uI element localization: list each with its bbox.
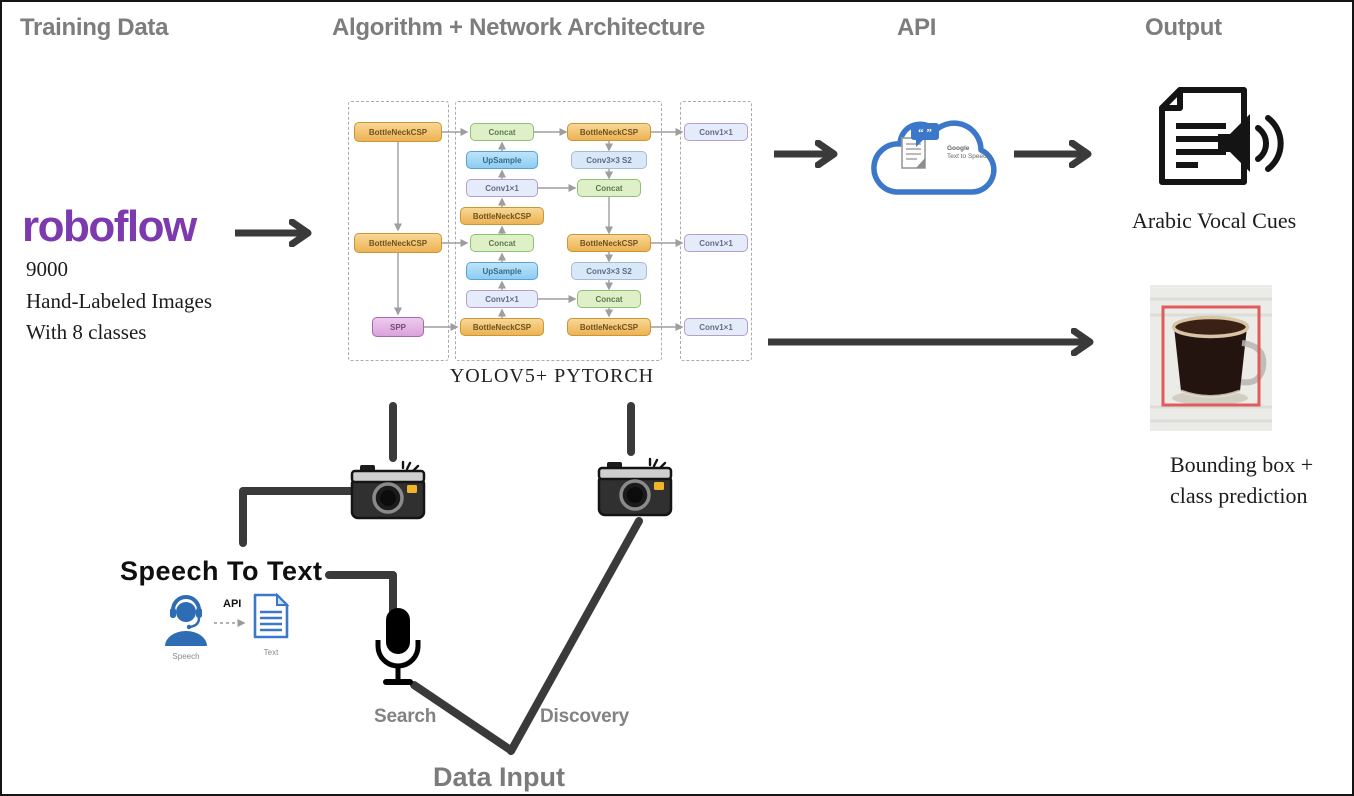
network-node: BottleNeckCSP: [460, 318, 544, 336]
cloud-quote-bubble-icon: “ ”: [911, 123, 939, 147]
header-algorithm: Algorithm + Network Architecture: [332, 14, 705, 41]
neck-dashed-box: [455, 101, 662, 361]
header-api: API: [897, 14, 937, 41]
line-camera1-elbow: [239, 487, 355, 547]
header-output: Output: [1145, 14, 1222, 41]
network-node: Concat: [577, 290, 641, 308]
network-node: Conv3×3 S2: [571, 262, 647, 280]
camera-search-icon: [350, 460, 426, 520]
vocal-cues-caption: Arabic Vocal Cues: [1132, 208, 1297, 233]
network-node: UpSample: [466, 151, 538, 169]
microphone-icon: [375, 608, 421, 685]
training-line-classes: With 8 classes: [26, 320, 147, 344]
coffee-cup-photo: [1150, 285, 1272, 431]
text-label: Text: [263, 648, 279, 657]
header-training-data: Training Data: [20, 14, 169, 41]
network-node: Concat: [577, 179, 641, 197]
backbone-dashed-box: [348, 101, 449, 361]
training-line-labeled: Hand-Labeled Images: [26, 288, 212, 313]
network-node: BottleNeckCSP: [354, 233, 442, 253]
bbox-caption: Bounding box + class prediction: [1170, 450, 1313, 512]
network-node: Conv1×1: [684, 318, 748, 336]
network-node: BottleNeckCSP: [354, 122, 442, 142]
network-caption: YOLOV5+ PYTORCH: [449, 365, 655, 387]
cloud-label-line1: Google: [947, 145, 970, 152]
text-document-icon: [253, 592, 290, 639]
network-node: BottleNeckCSP: [460, 207, 544, 225]
cloud-label-line2: Text to Speech: [947, 153, 990, 160]
bounding-box: [1161, 305, 1261, 407]
network-node: BottleNeckCSP: [567, 234, 651, 252]
roboflow-logo: roboflow: [22, 202, 197, 251]
network-node: Conv1×1: [466, 179, 538, 197]
data-input-title: Data Input: [433, 762, 565, 792]
training-line-count: 9000: [26, 257, 68, 281]
discovery-label: Discovery: [540, 706, 630, 727]
speaker-icon: [1218, 114, 1284, 172]
network-node: UpSample: [466, 262, 538, 280]
network-node: SPP: [372, 317, 424, 337]
search-label: Search: [374, 706, 437, 727]
training-description: 9000 Hand-Labeled Images With 8 classes: [26, 254, 212, 349]
google-tts-cloud-icon: “ ” Google Text to Speech: [871, 120, 997, 195]
network-node: Conv1×1: [684, 234, 748, 252]
vocal-cues-icon: [1159, 87, 1284, 185]
head-dashed-box: [680, 101, 752, 361]
speech-person-icon: [165, 595, 207, 646]
camera-discovery-icon: [597, 457, 673, 517]
network-node: Concat: [470, 123, 534, 141]
network-node: BottleNeckCSP: [567, 318, 651, 336]
cloud-document-icon: [901, 137, 926, 169]
network-node: BottleNeckCSP: [567, 123, 651, 141]
network-connectors: [394, 128, 684, 331]
network-architecture: BottleNeckCSP BottleNeckCSP SPP Concat U…: [342, 97, 762, 407]
bbox-prediction-image: [1150, 285, 1272, 431]
network-node: Conv1×1: [684, 123, 748, 141]
bbox-caption-line2: class prediction: [1170, 482, 1308, 508]
network-node: Conv3×3 S2: [571, 151, 647, 169]
stt-api-label: API: [223, 598, 242, 610]
speech-label: Speech: [172, 652, 200, 661]
speech-to-text-title: Speech To Text: [120, 556, 323, 586]
network-node: Concat: [470, 234, 534, 252]
network-node: Conv1×1: [466, 290, 538, 308]
bbox-caption-line1: Bounding box +: [1170, 452, 1314, 477]
svg-text:“ ”: “ ”: [918, 127, 932, 139]
